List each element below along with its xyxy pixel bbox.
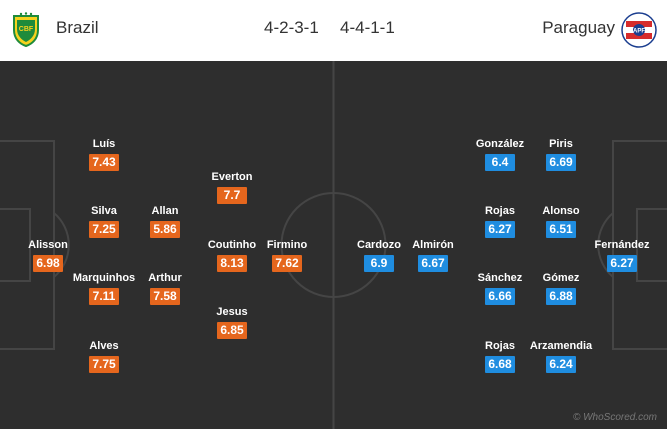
player-name: Rojas	[485, 340, 515, 352]
player-rating: 6.68	[485, 356, 515, 373]
player-name: Sánchez	[477, 272, 523, 284]
player-rating: 7.7	[217, 187, 247, 204]
player-rating: 6.4	[485, 154, 515, 171]
whoscored-watermark: © WhoScored.com	[572, 412, 657, 423]
home-player[interactable]: Arthur 7.58	[129, 271, 201, 305]
away-player[interactable]: Rojas 6.68	[464, 339, 536, 373]
pitch-markings	[0, 61, 667, 429]
player-rating: 6.27	[485, 221, 515, 238]
player-name: Gómez	[542, 272, 580, 284]
brazil-cbf-crest-icon: CBF	[13, 12, 39, 48]
player-rating: 5.86	[150, 221, 180, 238]
home-player[interactable]: Allan 5.86	[129, 204, 201, 238]
player-rating: 6.67	[418, 255, 448, 272]
player-name: Firmino	[266, 239, 308, 251]
away-formation: 4-4-1-1	[340, 18, 395, 37]
match-header: CBF Brazil 4-2-3-1 4-4-1-1 Paraguay APF	[0, 0, 667, 60]
away-player[interactable]: González 6.4	[464, 137, 536, 171]
home-player[interactable]: Coutinho 8.13	[196, 238, 268, 272]
player-name: Luís	[92, 138, 116, 150]
player-rating: 6.51	[546, 221, 576, 238]
svg-text:CBF: CBF	[19, 26, 34, 33]
away-player[interactable]: Rojas 6.27	[464, 204, 536, 238]
player-rating: 8.13	[217, 255, 247, 272]
home-player[interactable]: Luís 7.43	[68, 137, 140, 171]
svg-text:APF: APF	[633, 29, 645, 35]
home-player[interactable]: Jesus 6.85	[196, 305, 268, 339]
home-player[interactable]: Silva 7.25	[68, 204, 140, 238]
player-rating: 7.62	[272, 255, 302, 272]
away-player[interactable]: Arzamendia 6.24	[525, 339, 597, 373]
player-name: Alonso	[542, 205, 580, 217]
away-player[interactable]: Sánchez 6.66	[464, 271, 536, 305]
away-player[interactable]: Alonso 6.51	[525, 204, 597, 238]
away-player[interactable]: Piris 6.69	[525, 137, 597, 171]
player-rating: 7.58	[150, 288, 180, 305]
player-rating: 6.9	[364, 255, 394, 272]
player-rating: 7.25	[89, 221, 119, 238]
home-formation: 4-2-3-1	[264, 18, 319, 37]
player-rating: 6.27	[607, 255, 637, 272]
away-player[interactable]: Fernández 6.27	[586, 238, 658, 272]
paraguay-apf-crest-icon: APF	[621, 12, 657, 48]
player-name: Jesus	[216, 306, 248, 318]
away-player[interactable]: Cardozo 6.9	[343, 238, 415, 272]
player-rating: 6.88	[546, 288, 576, 305]
player-name: Allan	[151, 205, 179, 217]
player-rating: 6.98	[33, 255, 63, 272]
away-player[interactable]: Gómez 6.88	[525, 271, 597, 305]
player-rating: 6.24	[546, 356, 576, 373]
player-name: Alisson	[28, 239, 68, 251]
player-name: Everton	[211, 171, 253, 183]
home-player[interactable]: Alisson 6.98	[12, 238, 84, 272]
player-name: Piris	[549, 138, 573, 150]
player-rating: 7.75	[89, 356, 119, 373]
player-rating: 7.43	[89, 154, 119, 171]
player-rating: 7.11	[89, 288, 119, 305]
player-name: Alves	[89, 340, 119, 352]
player-rating: 6.85	[217, 322, 247, 339]
away-team-name[interactable]: Paraguay	[542, 18, 615, 37]
home-player[interactable]: Everton 7.7	[196, 170, 268, 204]
home-player[interactable]: Marquinhos 7.11	[68, 271, 140, 305]
player-name: Cardozo	[357, 239, 401, 251]
home-player[interactable]: Firmino 7.62	[251, 238, 323, 272]
home-team-name[interactable]: Brazil	[56, 18, 99, 37]
player-name: González	[475, 138, 525, 150]
player-name: Silva	[91, 205, 117, 217]
player-rating: 6.66	[485, 288, 515, 305]
player-name: Arzamendia	[529, 340, 593, 352]
player-name: Rojas	[485, 205, 515, 217]
pitch: Alisson 6.98 Luís 7.43 Silva 7.25 Marqui…	[0, 61, 667, 429]
player-name: Coutinho	[207, 239, 257, 251]
away-player[interactable]: Almirón 6.67	[397, 238, 469, 272]
player-rating: 6.69	[546, 154, 576, 171]
home-player[interactable]: Alves 7.75	[68, 339, 140, 373]
player-name: Fernández	[594, 239, 650, 251]
player-name: Arthur	[148, 272, 182, 284]
player-name: Marquinhos	[72, 272, 136, 284]
player-name: Almirón	[412, 239, 454, 251]
